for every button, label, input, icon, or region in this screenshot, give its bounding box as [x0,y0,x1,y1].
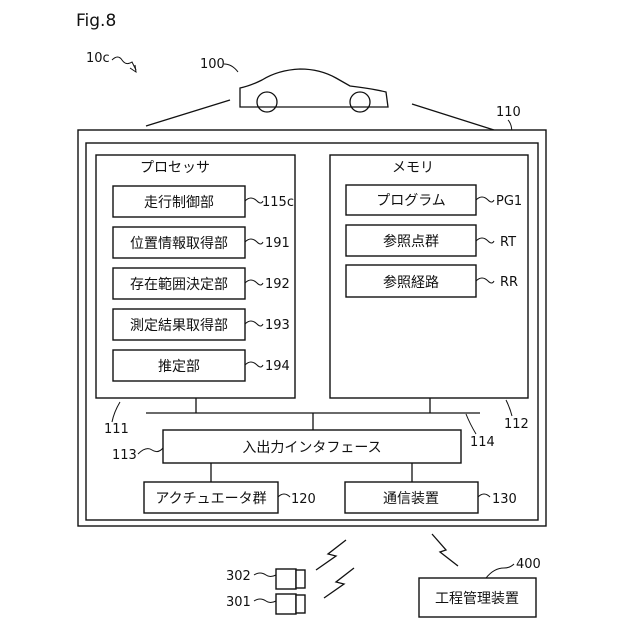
svg-text:走行制御部: 走行制御部 [144,195,214,211]
lightning-bolt-icon [324,568,354,598]
sensor-leader-line [254,573,276,577]
device-ref-label: 110 [496,105,521,120]
svg-text:存在範囲決定部: 存在範囲決定部 [130,276,228,293]
svg-text:測定結果取得部: 測定結果取得部 [130,317,228,334]
figure-label: Fig.8 [76,11,116,31]
vehicle-icon [240,69,388,112]
memory-ref-label: 112 [504,417,529,432]
io-interface-label: 入出力インタフェース [242,440,381,456]
processor-ref-label: 111 [104,422,129,437]
system-ref-arrow [112,57,136,72]
vehicle-leader-line [224,64,238,72]
lightning-bolt-icon [432,534,458,566]
lightning-bolt-icon [316,540,346,570]
actuators-label: アクチュエータ群 [155,491,266,507]
sensor-ref-label: 301 [226,595,251,610]
svg-text:PG1: PG1 [496,194,522,209]
processor-title: プロセッサ [140,160,210,176]
comm-label: 通信装置 [383,491,439,507]
sensor-ref-label: 302 [226,569,251,584]
svg-text:参照点群: 参照点群 [383,233,439,250]
svg-text:推定部: 推定部 [158,359,200,375]
actuators-ref-label: 120 [291,492,316,507]
svg-text:RT: RT [500,235,516,250]
svg-text:192: 192 [265,277,290,292]
memory-title: メモリ [392,160,434,176]
svg-text:193: 193 [265,318,290,333]
svg-text:191: 191 [265,236,290,251]
process-manager-ref-label: 400 [516,557,541,572]
vehicle-ref-label: 100 [200,57,225,72]
process-manager-label: 工程管理装置 [435,591,519,607]
svg-text:RR: RR [500,275,518,290]
wireless-link-left [146,100,230,126]
comm-ref-label: 130 [492,492,517,507]
bus-ref-label: 114 [470,435,495,450]
svg-text:115c: 115c [262,195,294,210]
sensor-icon [276,569,305,589]
sensor-leader-line [254,599,276,603]
svg-text:プログラム: プログラム [376,193,446,209]
process-manager-leader-line [486,564,514,578]
svg-text:194: 194 [265,359,290,374]
system-ref-label: 10c [86,51,110,66]
svg-text:参照経路: 参照経路 [383,274,439,291]
svg-text:位置情報取得部: 位置情報取得部 [130,235,228,252]
io-interface-ref-label: 113 [112,448,137,463]
wireless-link-right [412,104,494,130]
sensor-icon [276,594,305,614]
